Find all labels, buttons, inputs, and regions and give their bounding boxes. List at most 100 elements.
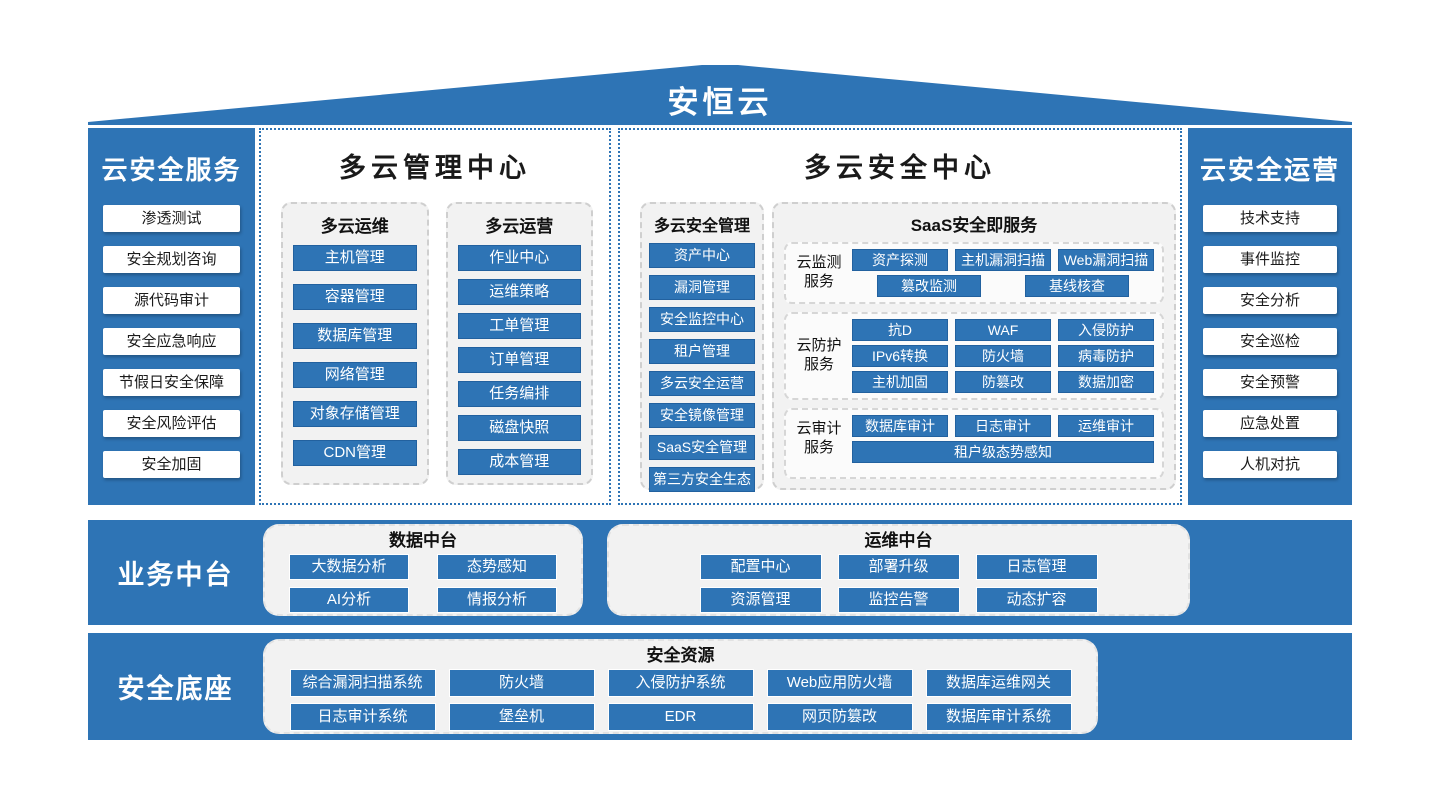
- service-list: 渗透测试 安全规划咨询 源代码审计 安全应急响应 节假日安全保障 安全风险评估 …: [88, 187, 255, 478]
- module-chip: CDN管理: [293, 440, 417, 466]
- module-chip: 容器管理: [293, 284, 417, 310]
- module-chip: 资产中心: [649, 243, 755, 268]
- module-chip: 入侵防护系统: [607, 669, 754, 697]
- module-chip: 日志审计系统: [289, 703, 436, 731]
- module-chip: 日志管理: [975, 554, 1098, 580]
- module-chip: 数据库审计: [852, 415, 948, 437]
- service-chip: 安全应急响应: [103, 328, 240, 355]
- module-chip: 订单管理: [457, 347, 581, 373]
- group-saas-security-as-a-service: SaaS安全即服务 云监测服务 资产探测 主机漏洞扫描 Web漏洞扫描 篡改监测…: [772, 202, 1176, 490]
- module-chip: 租户级态势感知: [852, 441, 1154, 463]
- module-chip: 抗D: [852, 319, 948, 341]
- module-chip: 主机管理: [293, 245, 417, 271]
- module-chip: 防篡改: [955, 371, 1051, 393]
- module-grid: 抗D WAF 入侵防护 IPv6转换 防火墙 病毒防护 主机加固 防篡改 数据加…: [852, 319, 1154, 393]
- service-chip: 安全巡检: [1203, 328, 1337, 355]
- module-chip: 任务编排: [457, 381, 581, 407]
- group-title: 多云运营: [485, 217, 554, 236]
- service-chip: 人机对抗: [1203, 451, 1337, 478]
- module-chip: AI分析: [289, 587, 409, 613]
- management-groups: 多云运维 主机管理 容器管理 数据库管理 网络管理 对象存储管理 CDN管理 多…: [281, 202, 593, 485]
- service-chip: 事件监控: [1203, 246, 1337, 273]
- section-title: 多云安全中心: [804, 153, 996, 183]
- module-chip: SaaS安全管理: [649, 435, 755, 460]
- band-business-middle-platform: 业务中台 数据中台 大数据分析 态势感知 AI分析 情报分析 运维中台 配置中心…: [88, 520, 1352, 625]
- group-multicloud-security-management: 多云安全管理 资产中心 漏洞管理 安全监控中心 租户管理 多云安全运营 安全镜像…: [640, 202, 764, 492]
- service-chip: 应急处置: [1203, 410, 1337, 437]
- service-chip: 安全规划咨询: [103, 246, 240, 273]
- module-chip: 数据加密: [1058, 371, 1154, 393]
- module-chip: 磁盘快照: [457, 415, 581, 441]
- box-title: 安全资源: [646, 646, 715, 665]
- module-chip: 资产探测: [852, 249, 948, 271]
- module-chip: 主机漏洞扫描: [955, 249, 1051, 271]
- band-security-foundation: 安全底座 安全资源 综合漏洞扫描系统 防火墙 入侵防护系统 Web应用防火墙 数…: [88, 633, 1352, 740]
- service-chip: 渗透测试: [103, 205, 240, 232]
- module-chip: EDR: [607, 703, 754, 731]
- module-chip: 堡垒机: [448, 703, 595, 731]
- service-chip: 安全分析: [1203, 287, 1337, 314]
- band-label: 安全底座: [117, 674, 234, 704]
- module-chip: 主机加固: [852, 371, 948, 393]
- section-title: 多云管理中心: [339, 153, 531, 183]
- module-grid: 综合漏洞扫描系统 防火墙 入侵防护系统 Web应用防火墙 数据库运维网关 日志审…: [275, 669, 1086, 731]
- service-chip: 安全加固: [103, 451, 240, 478]
- module-chip: 成本管理: [457, 449, 581, 475]
- module-grid: 配置中心 部署升级 日志管理 资源管理 监控告警 动态扩容: [619, 554, 1178, 613]
- module-chip: 部署升级: [837, 554, 960, 580]
- module-chip: 安全镜像管理: [649, 403, 755, 428]
- module-list: 主机管理 容器管理 数据库管理 网络管理 对象存储管理 CDN管理: [293, 245, 417, 466]
- module-chip: 资源管理: [699, 587, 822, 613]
- module-chip: 数据库审计系统: [925, 703, 1072, 731]
- box-title: 运维中台: [864, 531, 933, 550]
- section-multicloud-security-center: 多云安全中心 多云安全管理 资产中心 漏洞管理 安全监控中心 租户管理 多云安全…: [618, 128, 1182, 505]
- module-grid: 数据库审计 日志审计 运维审计 租户级态势感知: [852, 415, 1154, 463]
- module-chip: Web应用防火墙: [766, 669, 913, 697]
- box-title: 数据中台: [389, 531, 457, 550]
- module-chip: 防火墙: [448, 669, 595, 697]
- module-chip: 防火墙: [955, 345, 1051, 367]
- module-chip: 病毒防护: [1058, 345, 1154, 367]
- panel-title: 云安全运营: [1199, 155, 1340, 185]
- box-data-platform: 数据中台 大数据分析 态势感知 AI分析 情报分析: [263, 524, 583, 616]
- box-ops-platform: 运维中台 配置中心 部署升级 日志管理 资源管理 监控告警 动态扩容: [607, 524, 1190, 616]
- module-chip: 入侵防护: [1058, 319, 1154, 341]
- group-title: 多云运维: [320, 217, 389, 236]
- service-chip: 技术支持: [1203, 205, 1337, 232]
- service-row-cloud-audit: 云审计服务 数据库审计 日志审计 运维审计 租户级态势感知: [784, 408, 1164, 479]
- roof-shape: [88, 65, 1352, 125]
- service-chip: 安全风险评估: [103, 410, 240, 437]
- module-list: 资产中心 漏洞管理 安全监控中心 租户管理 多云安全运营 安全镜像管理 SaaS…: [649, 243, 755, 492]
- module-chip: 运维审计: [1058, 415, 1154, 437]
- module-chip: IPv6转换: [852, 345, 948, 367]
- panel-cloud-security-services: 云安全服务 渗透测试 安全规划咨询 源代码审计 安全应急响应 节假日安全保障 安…: [88, 128, 255, 505]
- module-chip: 作业中心: [457, 245, 581, 271]
- module-list: 作业中心 运维策略 工单管理 订单管理 任务编排 磁盘快照 成本管理: [457, 245, 581, 475]
- service-chip: 安全预警: [1203, 369, 1337, 396]
- service-label: 云防护服务: [796, 337, 842, 373]
- group-multicloud-ops: 多云运维 主机管理 容器管理 数据库管理 网络管理 对象存储管理 CDN管理: [281, 202, 429, 485]
- module-chip: 安全监控中心: [649, 307, 755, 332]
- module-grid: 大数据分析 态势感知 AI分析 情报分析: [275, 554, 571, 613]
- module-chip: 漏洞管理: [649, 275, 755, 300]
- module-chip: 大数据分析: [289, 554, 409, 580]
- module-grid: 资产探测 主机漏洞扫描 Web漏洞扫描 篡改监测 基线核查: [852, 249, 1154, 297]
- section-multicloud-management-center: 多云管理中心 多云运维 主机管理 容器管理 数据库管理 网络管理 对象存储管理 …: [259, 128, 611, 505]
- module-chip: 动态扩容: [975, 587, 1098, 613]
- module-chip: 配置中心: [699, 554, 822, 580]
- module-chip: 多云安全运营: [649, 371, 755, 396]
- group-multicloud-operation: 多云运营 作业中心 运维策略 工单管理 订单管理 任务编排 磁盘快照 成本管理: [445, 202, 593, 485]
- module-chip: 情报分析: [437, 587, 557, 613]
- box-security-resources: 安全资源 综合漏洞扫描系统 防火墙 入侵防护系统 Web应用防火墙 数据库运维网…: [263, 639, 1098, 734]
- service-list: 技术支持 事件监控 安全分析 安全巡检 安全预警 应急处置 人机对抗: [1188, 187, 1352, 478]
- module-chip: 对象存储管理: [293, 401, 417, 427]
- module-chip: 工单管理: [457, 313, 581, 339]
- module-chip: 日志审计: [955, 415, 1051, 437]
- band-label: 业务中台: [117, 560, 234, 590]
- module-chip: 网页防篡改: [766, 703, 913, 731]
- service-row-cloud-protection: 云防护服务 抗D WAF 入侵防护 IPv6转换 防火墙 病毒防护 主机加固 防: [784, 312, 1164, 400]
- module-chip: 基线核查: [1025, 275, 1129, 297]
- module-chip: 监控告警: [837, 587, 960, 613]
- roof-banner: 安恒云: [88, 64, 1352, 125]
